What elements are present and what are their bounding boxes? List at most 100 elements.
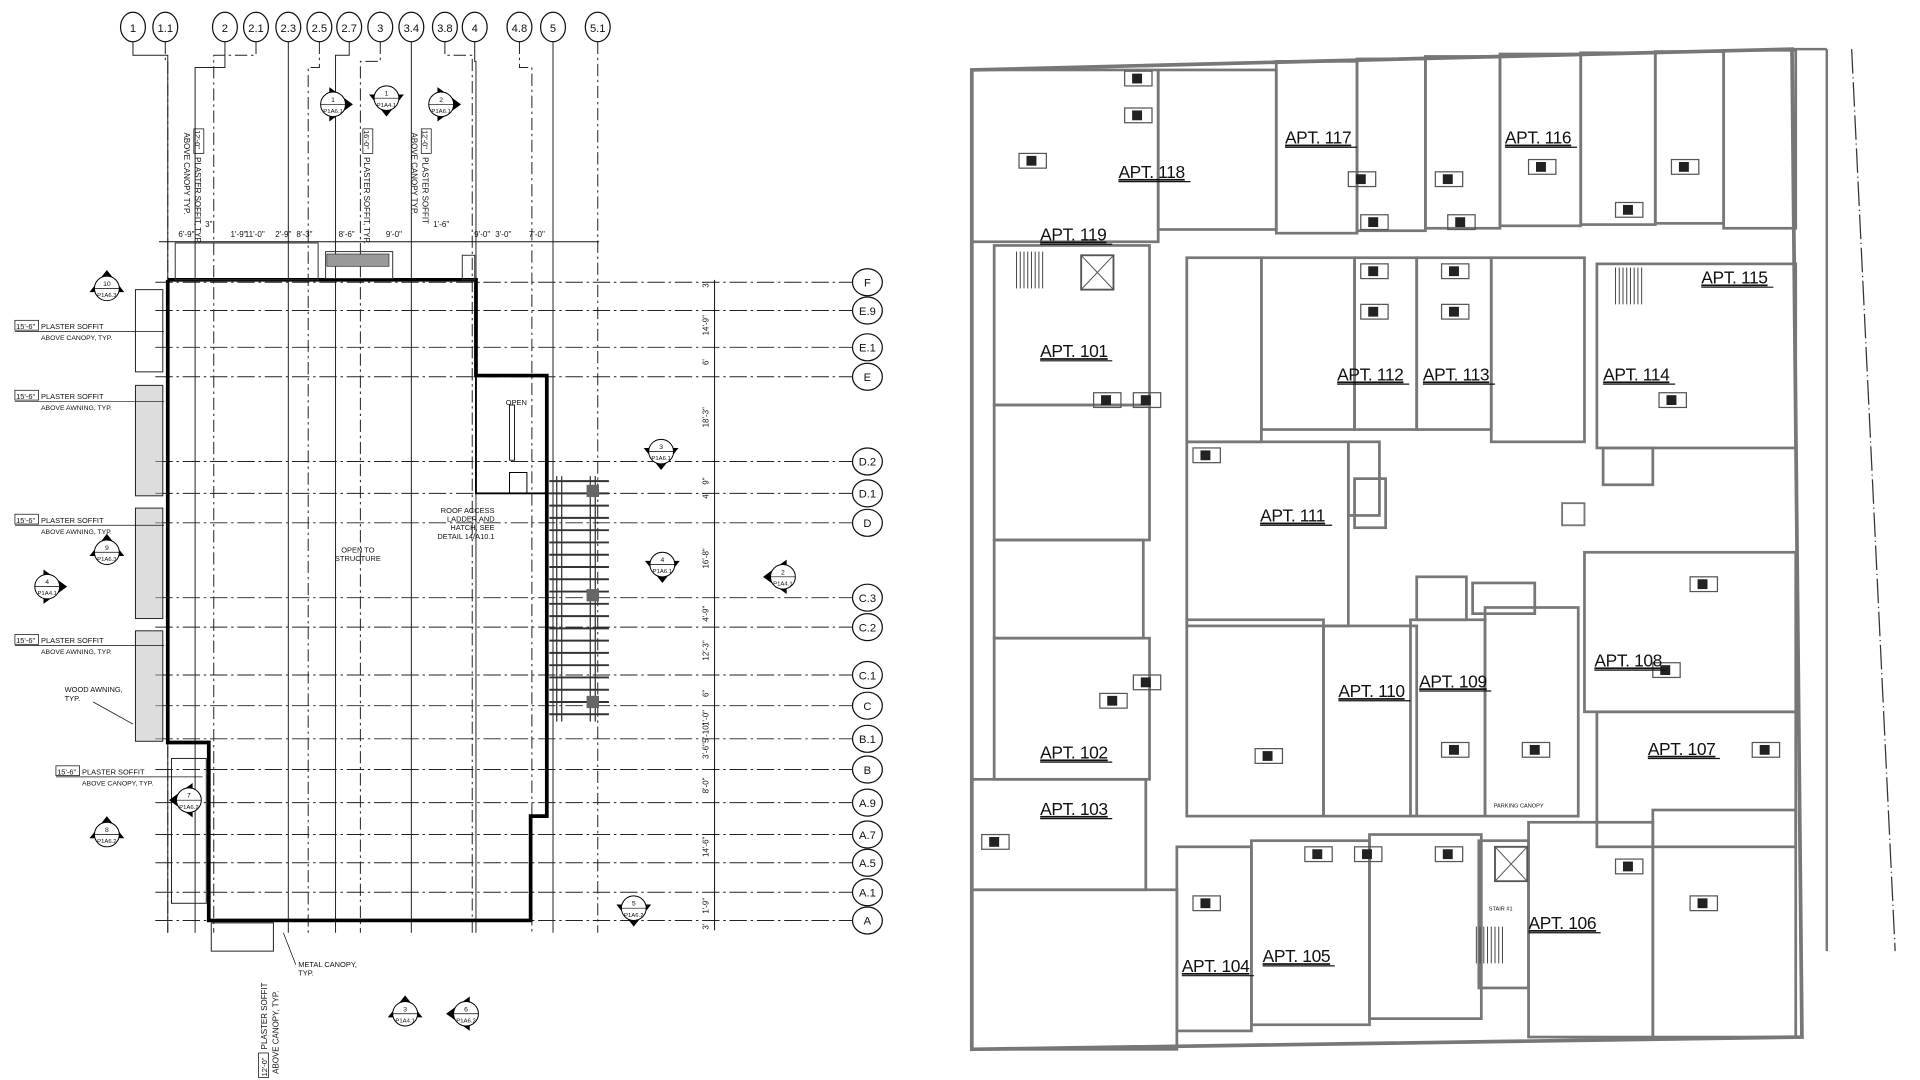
column-grid-line [518, 41, 533, 933]
stove [1132, 110, 1143, 121]
column-grid-bubble: 2.5 [306, 11, 333, 933]
room-wall [1259, 256, 1356, 431]
grid-label: A.7 [859, 830, 876, 842]
column-grid-bubble: 5.1 [584, 11, 611, 933]
room-wall [1368, 833, 1483, 1020]
kitchen-counter [1132, 674, 1162, 691]
pergola-post [586, 484, 599, 498]
room-wall [992, 403, 1151, 542]
stove [1200, 450, 1211, 461]
section-sheet: P1A6.1 [651, 456, 670, 462]
room-wall [970, 888, 1179, 1051]
open-shaft [475, 374, 548, 495]
apartment-label: APT. 107 [1648, 739, 1716, 759]
note-tag-box [14, 389, 39, 401]
kitchen-counter [981, 833, 1010, 850]
grid-label: A [864, 916, 872, 928]
stove [1449, 306, 1459, 317]
grid-label: C [863, 701, 871, 713]
stove [1529, 744, 1540, 755]
kitchen-counter [1192, 447, 1221, 464]
row-grid-bubble: C.2 [155, 613, 883, 642]
grid-label: 3.4 [404, 23, 420, 35]
dimension-label: 9" [701, 477, 710, 484]
grid-label: 2 [222, 23, 228, 35]
stove [1312, 849, 1323, 860]
note-text: PLASTER SOFFIT [41, 392, 104, 401]
grid-label: 2.5 [312, 23, 328, 35]
stove [1442, 849, 1453, 860]
room-wall [1185, 256, 1263, 444]
kitchen-counter [1658, 392, 1687, 409]
stove [1368, 217, 1379, 228]
dimension-label: 18'-3" [701, 407, 710, 427]
kitchen-counter [1092, 392, 1122, 409]
awning [134, 384, 164, 497]
elevator [1494, 845, 1529, 883]
section-number: 3 [659, 444, 663, 451]
section-sheet: P1A4.1 [377, 103, 396, 109]
note-subtext: ABOVE CANOPY TYP. [409, 133, 418, 215]
note-metal-canopy: METAL CANOPY, [298, 960, 357, 969]
section-number: 4 [660, 557, 664, 564]
apartment-label: APT. 102 [1040, 743, 1108, 763]
note-open: OPEN [506, 398, 527, 407]
stove [1362, 849, 1372, 860]
note-text: PLASTER SOFFIT, TYP. [362, 157, 371, 244]
courtyard-feature [1561, 502, 1586, 527]
grid-label: C.3 [859, 593, 876, 605]
stove [1449, 744, 1459, 755]
room-wall [1579, 51, 1657, 226]
stove [1536, 162, 1546, 172]
grid-label: E.1 [859, 343, 876, 355]
note-subtext: ABOVE CANOPY TYP. [182, 133, 191, 215]
grid-label: A.5 [859, 858, 876, 870]
room-wall [1653, 50, 1726, 225]
canopy-panel [326, 253, 390, 267]
room-wall [1477, 839, 1530, 990]
section-sheet: P1A4.1 [37, 591, 56, 597]
kitchen-counter [1124, 70, 1153, 87]
note-subtext: ABOVE AWNING, TYP. [41, 529, 112, 536]
note-tag-box [420, 128, 432, 154]
section-sheet: P1A4.1 [395, 1018, 414, 1024]
room-wall [1156, 68, 1278, 231]
kitchen-counter [1360, 303, 1389, 320]
section-number: 10 [103, 281, 111, 288]
note-text: PLASTER SOFFIT, TYP. [193, 157, 202, 244]
apartment-label: APT. 106 [1529, 913, 1597, 933]
dimension-label: 3" [205, 220, 213, 229]
grid-label: E.9 [859, 306, 876, 318]
stove [1759, 744, 1770, 755]
room-wall [970, 68, 1160, 244]
section-number: 2 [439, 97, 443, 104]
room-wall [1409, 618, 1487, 818]
stove [1449, 266, 1459, 277]
apartment-label: APT. 111 [1260, 506, 1325, 526]
row-grid-bubble: A.5 [155, 848, 883, 877]
section-sheet: P1A6.2 [179, 805, 198, 811]
section-sheet: P1A6.3 [97, 293, 117, 299]
section-number: 3 [403, 1006, 407, 1013]
room-wall [1415, 575, 1468, 622]
row-grid-bubble: D.2 [155, 447, 883, 476]
awning [134, 507, 164, 620]
apartment-label: APT. 103 [1040, 799, 1108, 819]
column-grid-bubble: 2.3 [275, 11, 302, 933]
dimension-label: 2'-9" [275, 230, 291, 239]
stove [1262, 751, 1273, 761]
apartment-label: APT. 115 [1701, 268, 1767, 288]
room-wall [1353, 256, 1419, 431]
note-text: PLASTER SOFFIT [41, 636, 104, 645]
note-tag: 15'-6" [57, 767, 76, 776]
kitchen-counter [1440, 263, 1470, 280]
stove [1666, 395, 1677, 405]
grid-label: 2.7 [341, 23, 357, 35]
room-wall [1651, 808, 1798, 1039]
room-wall [1424, 55, 1502, 230]
column-grid-line [359, 41, 381, 933]
